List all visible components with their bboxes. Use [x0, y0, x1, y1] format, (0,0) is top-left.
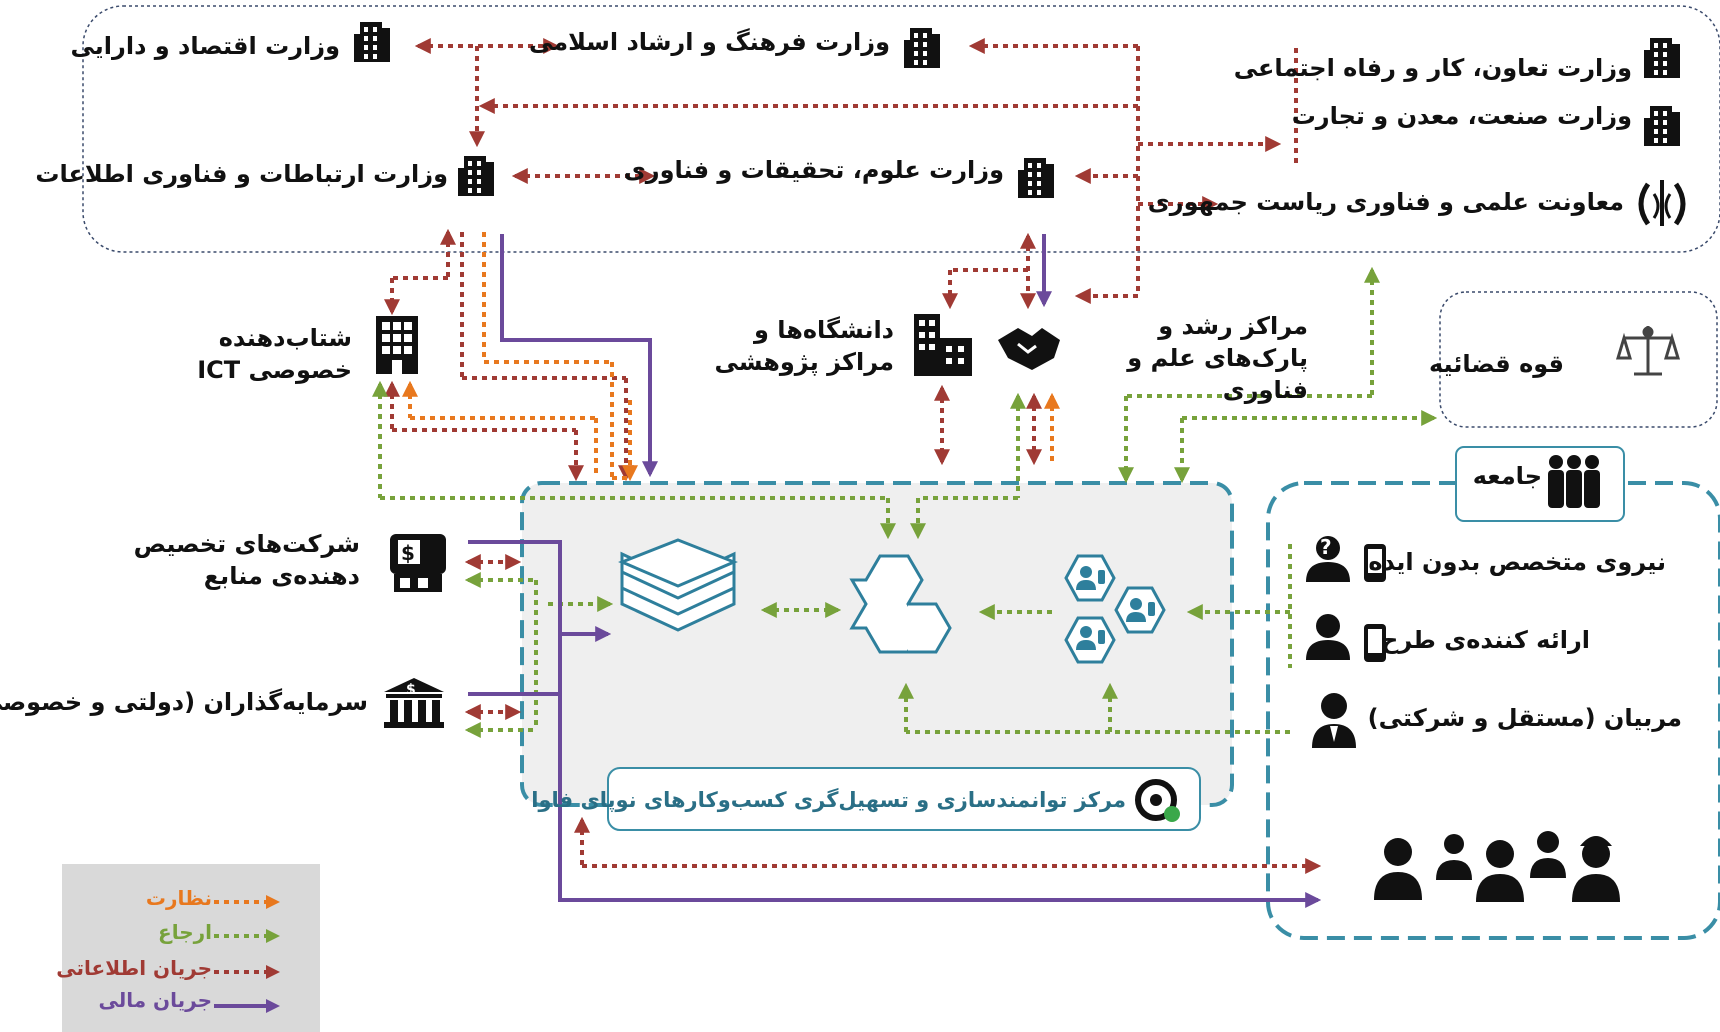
coaches-label: مربیان (مستقل و شرکتی) — [1367, 704, 1682, 732]
cash-register-icon: $ — [390, 534, 446, 592]
university-building-icon — [914, 314, 972, 376]
plan-provider-label: ارائه کننده‌ی طرح — [1381, 626, 1590, 654]
layers-icon — [618, 538, 738, 632]
legend-financial-flow-swatch — [214, 999, 280, 1013]
ministry-cooperatives-label: وزارت تعاون، کار و رفاه اجتماعی — [1233, 54, 1632, 82]
ministry-science-label: وزارت علوم، تحقیقات و فناوری — [623, 156, 1004, 184]
building-icon — [458, 156, 494, 196]
legend-information-flow-label: جریان اطلاعاتی — [56, 956, 212, 980]
ict-center-label: مرکز توانمندسازی و تسهیل‌گری کسب‌وکارهای… — [531, 788, 1126, 812]
legend-referral-swatch — [214, 929, 280, 943]
coach-icon — [1312, 693, 1356, 748]
financial-flow-edges — [468, 234, 1322, 908]
bank-icon: $ — [384, 678, 444, 728]
iran-emblem-icon — [1638, 180, 1686, 226]
funding-companies-label: شرکت‌های تخصیص دهنده‌ی منابع — [133, 530, 360, 590]
investors-label: سرمایه‌گذاران (دولتی و خصوصی) — [0, 688, 368, 716]
judiciary-label: قوه قضائیه — [1428, 350, 1564, 378]
user-phone-icon — [1076, 566, 1155, 650]
user-question-icon: ? — [1306, 535, 1350, 582]
building-icon — [354, 22, 390, 62]
ministry-industry-label: وزارت صنعت، معدن و تجارت — [1291, 102, 1632, 130]
legend-supervision-swatch — [214, 895, 280, 909]
ministry-ict-label: وزارت ارتباطات و فناوری اطلاعات — [35, 160, 448, 188]
svg-text:?: ? — [1320, 535, 1332, 559]
legend-supervision-label: نظارت — [145, 886, 212, 910]
ministry-economy-label: وزارت اقتصاد و دارایی — [70, 32, 340, 60]
justice-scales-icon — [1615, 326, 1681, 376]
office-building-icon — [376, 316, 418, 374]
hexagon-cluster-icon — [849, 554, 952, 654]
information-flow-edges — [384, 38, 1322, 874]
workers-icon — [1374, 831, 1620, 902]
building-icon — [1018, 158, 1054, 198]
legend-referral-label: ارجاع — [158, 920, 212, 944]
judiciary-box — [1439, 291, 1718, 428]
expert-no-idea-label: نیروی متخصص بدون ایده — [1368, 548, 1666, 576]
people-group-icon — [1548, 455, 1600, 508]
legend: نظارت ارجاع جریان اطلاعاتی جریان مالی — [56, 864, 320, 1032]
handshake-icon — [998, 328, 1060, 370]
referral-edges — [372, 266, 1438, 738]
ministry-culture-label: وزارت فرهنگ و ارشاد اسلامی — [528, 28, 890, 56]
growth-centers-label: مراکز رشد و پارک‌های علم و فناوری — [1127, 312, 1308, 404]
legend-information-flow-swatch — [214, 965, 280, 979]
legend-financial-flow-label: جریان مالی — [98, 988, 212, 1012]
building-icon — [1644, 38, 1680, 78]
user-icon — [1306, 614, 1350, 660]
svg-text:$: $ — [401, 541, 415, 565]
center-logo-icon — [1135, 779, 1180, 822]
ict-accelerator-label: شتاب‌دهنده خصوصی ICT — [197, 324, 352, 384]
building-icon — [1644, 106, 1680, 146]
building-icon — [904, 28, 940, 68]
svg-text:$: $ — [406, 682, 416, 698]
society-label: جامعه — [1472, 462, 1542, 490]
universities-label: دانشگاه‌ها و مراکز پژوهشی — [714, 316, 894, 376]
supervision-edges — [402, 232, 1060, 482]
vice-presidency-label: معاونت علمی و فناوری ریاست جمهوری — [1147, 188, 1624, 216]
center-label-box — [607, 767, 1201, 831]
